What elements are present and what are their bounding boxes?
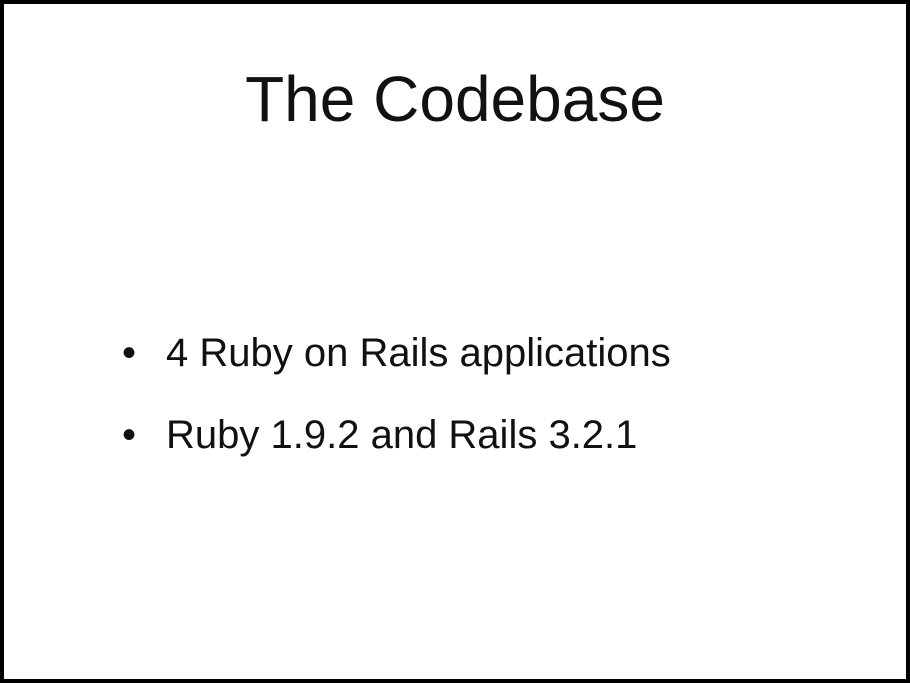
bullet-icon: •: [122, 331, 137, 375]
bullet-list: • 4 Ruby on Rails applications • Ruby 1.…: [122, 329, 866, 493]
list-item: • Ruby 1.9.2 and Rails 3.2.1: [122, 411, 866, 459]
bullet-icon: •: [122, 413, 137, 457]
bullet-text: Ruby 1.9.2 and Rails 3.2.1: [166, 413, 638, 457]
slide-title: The Codebase: [245, 63, 665, 135]
list-item: • 4 Ruby on Rails applications: [122, 329, 866, 377]
bullet-text: 4 Ruby on Rails applications: [166, 331, 671, 375]
